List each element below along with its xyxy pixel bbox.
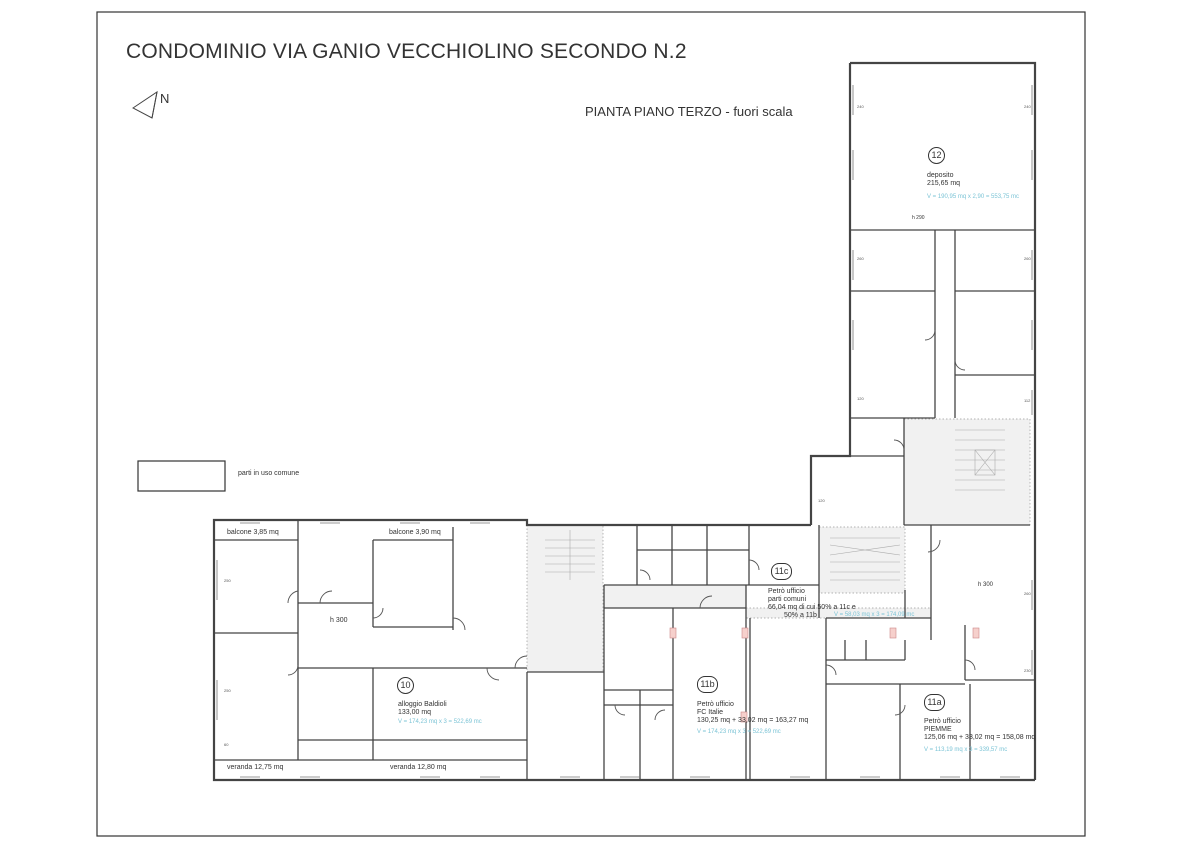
unit-10-height: h 300 bbox=[330, 617, 348, 624]
unit-10-volume: V = 174,23 mq x 3 = 522,69 mc bbox=[398, 719, 482, 725]
svg-text:120: 120 bbox=[818, 498, 825, 503]
unit-11a-line3: 125,06 mq + 33,02 mq = 158,08 mq bbox=[924, 734, 1036, 741]
stairs bbox=[545, 429, 1005, 581]
unit-12-number: 12 bbox=[928, 147, 945, 164]
interior-walls bbox=[214, 229, 1035, 780]
page-title: CONDOMINIO VIA GANIO VECCHIOLINO SECONDO… bbox=[126, 40, 687, 63]
svg-text:120: 120 bbox=[857, 396, 864, 401]
svg-text:230: 230 bbox=[1024, 668, 1031, 673]
unit-11a-volume: V = 113,19 mq x 3 = 339,57 mc bbox=[924, 747, 1008, 753]
north-label: N bbox=[160, 91, 170, 106]
unit-11c-line4: 50% a 11b bbox=[784, 612, 817, 619]
svg-text:250: 250 bbox=[224, 578, 231, 583]
svg-text:260: 260 bbox=[1024, 591, 1031, 596]
unit-10-area: 133,00 mq bbox=[398, 709, 432, 716]
unit-12-name: deposito bbox=[927, 172, 954, 179]
unit-11a-line2: PIEMME bbox=[924, 726, 952, 733]
common-areas bbox=[526, 418, 1031, 673]
radiator-marks bbox=[669, 627, 980, 723]
svg-text:240: 240 bbox=[857, 104, 864, 109]
unit-11c-line3: 66,04 mq di cui 50% a 11c e bbox=[768, 604, 856, 611]
unit-11a-number: 11a bbox=[924, 694, 945, 711]
unit-11a-height: h 300 bbox=[978, 582, 994, 588]
door-swings bbox=[287, 329, 976, 721]
dimension-marks: 240 240 260 260 120 112 120 260 230 250 250 60 bbox=[224, 104, 1031, 747]
windows bbox=[216, 85, 1033, 778]
unit-11c-number: 11c bbox=[771, 563, 792, 580]
unit-11b-number: 11b bbox=[697, 676, 718, 693]
svg-text:240: 240 bbox=[1024, 104, 1031, 109]
balcony-1-label: balcone 3,85 mq bbox=[227, 529, 279, 536]
unit-11c-volume: V = 58,03 mq x 3 = 174,09 mc bbox=[834, 612, 915, 618]
unit-11b-line2: FC Italie bbox=[697, 709, 724, 716]
svg-text:112: 112 bbox=[1024, 398, 1031, 403]
legend-label: parti in uso comune bbox=[238, 470, 300, 477]
svg-text:60: 60 bbox=[224, 742, 229, 747]
sheet-frame bbox=[96, 11, 1086, 837]
unit-11a-line1: Petrò ufficio bbox=[924, 718, 961, 725]
unit-11b-line1: Petrò ufficio bbox=[697, 701, 734, 708]
unit-10-name: alloggio Baldioli bbox=[398, 701, 447, 708]
unit-11b-line3: 130,25 mq + 33,02 mq = 163,27 mq bbox=[697, 717, 809, 724]
unit-12-volume: V = 190,95 mq x 2,90 = 553,75 mc bbox=[927, 194, 1020, 200]
north-arrow-icon bbox=[132, 90, 158, 119]
svg-text:250: 250 bbox=[224, 688, 231, 693]
unit-12-height: h 290 bbox=[912, 215, 925, 221]
veranda-1-label: veranda 12,75 mq bbox=[227, 764, 284, 771]
veranda-2-label: veranda 12,80 mq bbox=[390, 764, 447, 771]
svg-text:260: 260 bbox=[857, 256, 864, 261]
unit-11c-line1: Petrò ufficio bbox=[768, 588, 805, 595]
unit-11b-volume: V = 174,23 mq x 3 = 522,69 mc bbox=[697, 729, 781, 735]
unit-12-area: 215,65 mq bbox=[927, 180, 961, 187]
svg-text:260: 260 bbox=[1024, 256, 1031, 261]
unit-10-number: 10 bbox=[397, 677, 414, 694]
unit-11c-line2: parti comuni bbox=[768, 596, 807, 603]
plan-subtitle: PIANTA PIANO TERZO - fuori scala bbox=[585, 104, 793, 119]
legend-swatch bbox=[137, 460, 226, 492]
balcony-2-label: balcone 3,90 mq bbox=[389, 529, 441, 536]
